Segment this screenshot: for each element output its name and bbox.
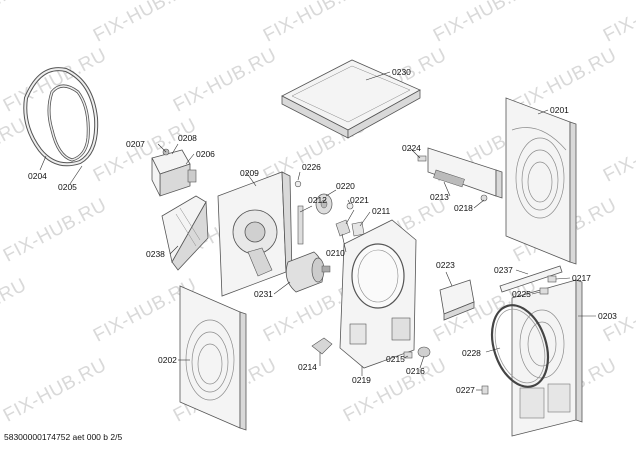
watermark-text: FIX-HUB.RU — [90, 0, 200, 46]
part-0227-part — [481, 385, 489, 395]
label-0225: 0225 — [512, 289, 531, 299]
part-0220-fan-wheel — [315, 193, 333, 215]
label-0218: 0218 — [454, 203, 473, 213]
label-0220: 0220 — [336, 181, 355, 191]
leader-lines — [39, 71, 596, 391]
label-0208: 0208 — [178, 133, 197, 143]
document-footer: 58300000174752 aet 000 b 2/5 — [4, 432, 123, 442]
watermark-text: FIX-HUB.RU — [430, 0, 540, 46]
part-0214-fitting — [311, 337, 333, 355]
label-0231: 0231 — [254, 289, 273, 299]
label-0217: 0217 — [572, 273, 591, 283]
part-0219-bearing-shield — [339, 219, 417, 369]
part-0238-cover — [161, 195, 209, 271]
part-0221-washer — [346, 202, 354, 210]
label-0210: 0210 — [326, 248, 345, 258]
part-0201-side-panel — [505, 97, 577, 265]
label-0201: 0201 — [550, 105, 569, 115]
watermark-text: FIX-HUB.RU — [600, 0, 636, 46]
watermark-text: FIX-HUB.RU — [260, 0, 370, 46]
part-0203-front-panel — [511, 279, 583, 437]
watermark-text: FIX-HUB.RU — [170, 45, 280, 117]
part-0217-hinge — [547, 275, 557, 283]
part-0204-0205-drum-seals — [23, 67, 99, 167]
watermark-text: FIX-HUB.RU — [0, 195, 110, 267]
label-0212: 0212 — [308, 195, 327, 205]
label-0230: 0230 — [392, 67, 411, 77]
label-0211: 0211 — [372, 206, 391, 216]
label-0238: 0238 — [146, 249, 165, 259]
part-0226-ring — [294, 180, 302, 188]
label-0219: 0219 — [352, 375, 371, 385]
part-0213-control-bar — [427, 147, 503, 199]
part-0211-clip — [351, 221, 365, 237]
part-0237-strip — [499, 265, 563, 293]
label-0204: 0204 — [28, 171, 47, 181]
part-0202-side-panel — [179, 285, 247, 431]
part-0215-part — [403, 351, 413, 359]
part-0224-switch — [417, 155, 427, 162]
label-0221: 0221 — [350, 195, 369, 205]
part-0216-pump — [417, 346, 431, 358]
label-0214: 0214 — [298, 362, 317, 372]
label-0215: 0215 — [386, 354, 405, 364]
part-0231-motor — [285, 251, 331, 293]
part-0209-rear-wall — [217, 171, 293, 297]
watermark-text: FIX-HUB.RU — [340, 355, 450, 427]
label-0223: 0223 — [436, 260, 455, 270]
part-0230-worktop — [281, 59, 421, 139]
label-0203: 0203 — [598, 311, 617, 321]
part-0228-door-seal — [490, 304, 550, 388]
part-0212-bracket — [297, 205, 304, 245]
label-0226: 0226 — [302, 162, 321, 172]
part-labels: 0230 0201 0202 0203 0204 0205 0207 0208 … — [28, 67, 617, 395]
label-0216: 0216 — [406, 366, 425, 376]
label-0205: 0205 — [58, 182, 77, 192]
watermark-text: FIX-HUB.RU — [0, 0, 30, 46]
label-0202: 0202 — [158, 355, 177, 365]
watermark-text: FIX-HUB.RU — [600, 115, 636, 187]
label-0209: 0209 — [240, 168, 259, 178]
part-0218-knob — [480, 194, 488, 202]
part-0225-latch — [539, 287, 549, 295]
part-0223-filter — [439, 279, 475, 321]
part-0206-module — [151, 148, 197, 197]
label-0206: 0206 — [196, 149, 215, 159]
label-0227: 0227 — [456, 385, 475, 395]
watermark-text: FIX-HUB.RU — [0, 275, 30, 347]
part-0210-sensor — [335, 219, 351, 237]
label-0237: 0237 — [494, 265, 513, 275]
label-0224: 0224 — [402, 143, 421, 153]
label-0213: 0213 — [430, 192, 449, 202]
label-0228: 0228 — [462, 348, 481, 358]
watermark-text: FIX-HUB.RU — [0, 355, 110, 427]
label-0207: 0207 — [126, 139, 145, 149]
